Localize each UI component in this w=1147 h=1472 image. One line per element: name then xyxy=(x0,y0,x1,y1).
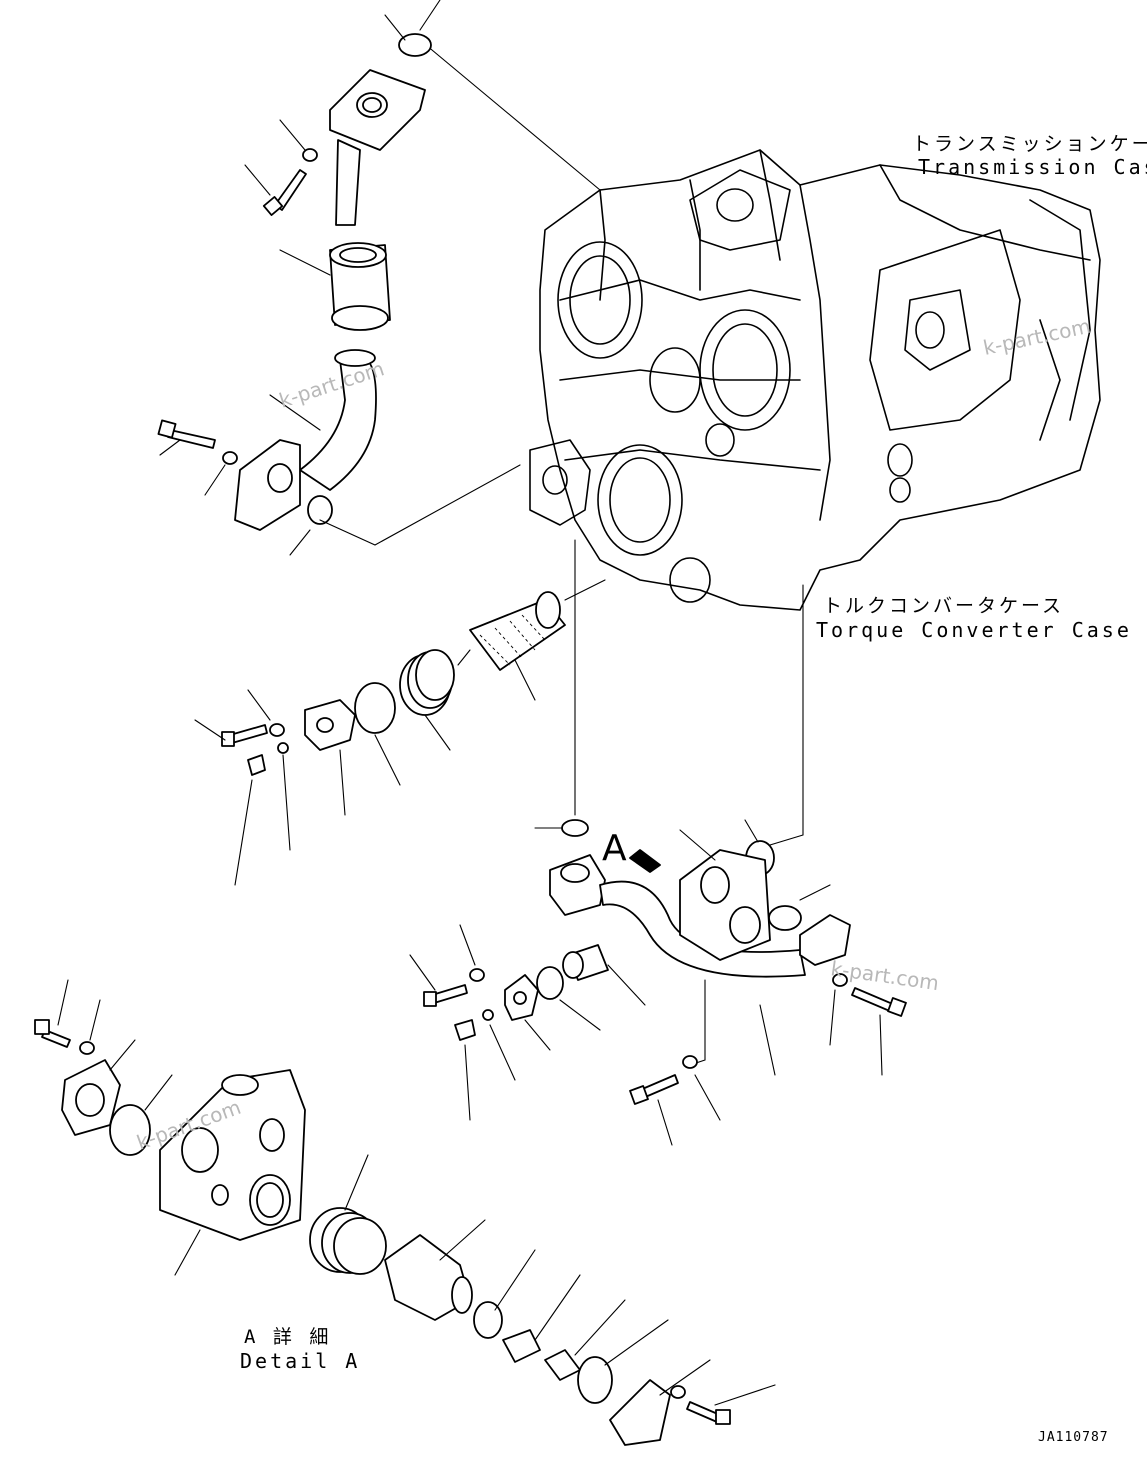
bolt xyxy=(229,724,268,744)
o-ring xyxy=(577,1356,613,1404)
upper-tube-assembly xyxy=(157,14,521,556)
o-ring xyxy=(109,1104,151,1156)
flange-block-lower xyxy=(234,439,301,531)
o-ring xyxy=(307,495,333,525)
o-ring xyxy=(536,966,564,1000)
torque-converter-case-label-jp: トルクコンバータケース xyxy=(823,595,1064,617)
watermark: k-part.com xyxy=(981,314,1093,360)
strainer-assembly xyxy=(194,579,606,886)
view-arrow xyxy=(629,849,661,873)
plug xyxy=(247,754,266,776)
cover-detail xyxy=(609,1379,671,1446)
spring-small xyxy=(502,1329,541,1363)
o-ring-small xyxy=(482,1009,494,1021)
washer xyxy=(269,723,285,737)
washer xyxy=(222,451,238,465)
washer xyxy=(832,973,848,987)
pipe-assembly xyxy=(409,819,907,1146)
washer xyxy=(469,968,485,982)
o-ring xyxy=(561,819,589,837)
transmission-case-label-jp: トランスミッションケース xyxy=(912,133,1147,155)
retainer xyxy=(473,1301,503,1339)
o-ring-top xyxy=(398,33,432,57)
suction-tube xyxy=(299,354,377,491)
detail-label-en: Detail A xyxy=(240,1349,360,1373)
leader-line xyxy=(419,0,601,191)
transmission-case-label-en: Transmission Case xyxy=(918,155,1147,179)
torque-converter-case-label-en: Torque Converter Case xyxy=(816,618,1132,642)
washer xyxy=(302,148,318,162)
leader-line xyxy=(769,584,804,846)
pipe xyxy=(599,880,806,978)
washer xyxy=(79,1041,95,1055)
o-ring xyxy=(354,682,396,734)
transmission-case-drawing xyxy=(529,149,1101,611)
detail-label-jp: A 詳 細 xyxy=(244,1326,331,1348)
watermark: k-part.com xyxy=(829,956,940,995)
pipe-flange-right xyxy=(799,914,851,966)
detail-a-assembly xyxy=(34,979,776,1446)
valve-body xyxy=(679,849,771,961)
view-arrow-letter: A xyxy=(602,828,627,869)
washer xyxy=(682,1055,698,1069)
drawing-number: JA110787 xyxy=(1038,1430,1109,1445)
washer xyxy=(670,1385,686,1399)
o-ring xyxy=(768,905,802,931)
bolt xyxy=(167,429,216,449)
o-ring-small xyxy=(277,742,289,754)
bolt xyxy=(431,984,468,1004)
plug xyxy=(454,1019,476,1041)
